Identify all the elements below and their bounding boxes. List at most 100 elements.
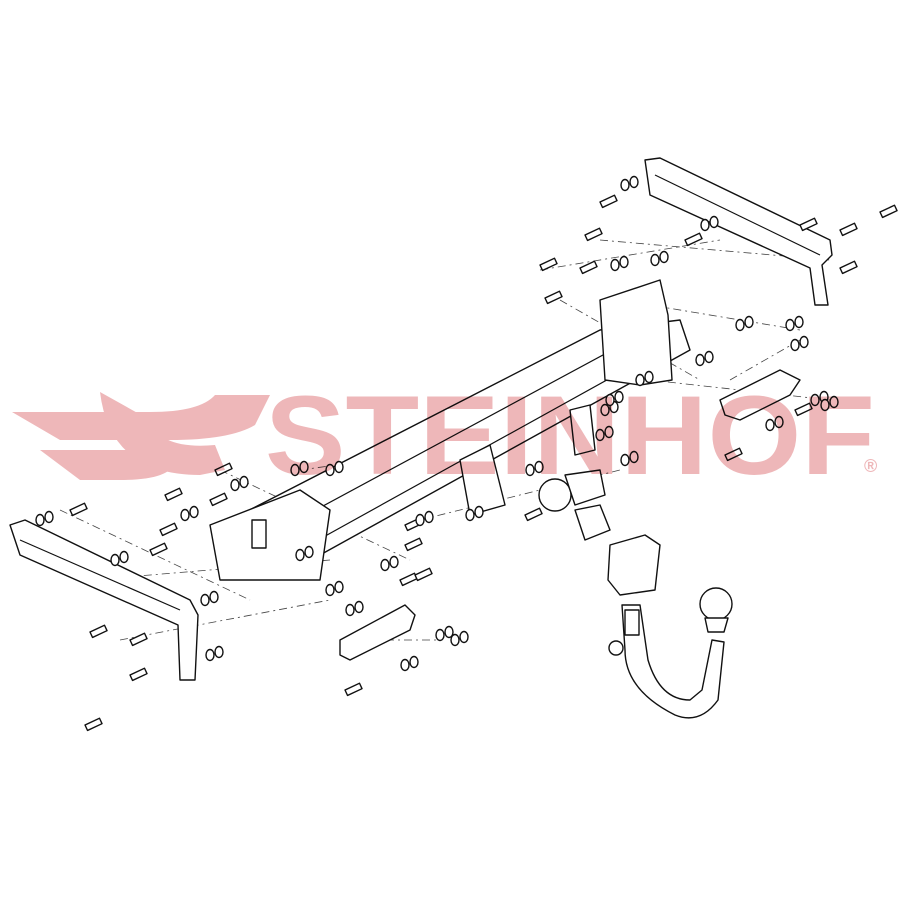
crossbar-beam: [209, 279, 691, 581]
bolt-icon: [539, 257, 558, 272]
washer-icon: [620, 178, 630, 192]
washer-icon: [650, 253, 660, 267]
washer-icon: [600, 403, 610, 417]
washer-icon: [629, 450, 639, 464]
washer-icon: [325, 463, 335, 477]
washer-icon: [334, 580, 344, 594]
washer-icon: [474, 505, 484, 519]
washer-icon: [415, 513, 425, 527]
washer-icon: [810, 393, 820, 407]
washer-icon: [295, 548, 305, 562]
bolt-icon: [839, 260, 858, 275]
washer-icon: [604, 425, 614, 439]
bolt-icon: [414, 567, 433, 582]
washer-icon: [785, 318, 795, 332]
washer-icon: [635, 373, 645, 387]
washer-icon: [230, 478, 240, 492]
washer-icon: [704, 350, 714, 364]
washer-icon: [334, 460, 344, 474]
socket-plate: [538, 469, 611, 541]
washer-icon: [595, 428, 605, 442]
fasteners-group: [35, 175, 898, 732]
washer-icon: [820, 398, 830, 412]
bolt-icon: [799, 217, 818, 232]
washer-icon: [629, 175, 639, 189]
bolt-icon: [879, 204, 898, 219]
tow-ball-neck: [608, 587, 733, 719]
bolt-icon: [149, 542, 168, 557]
bolt-icon: [89, 624, 108, 639]
bolt-icon: [794, 402, 813, 417]
bolt-icon: [164, 487, 183, 502]
left-side-bracket: [9, 519, 199, 681]
washer-icon: [424, 510, 434, 524]
support-strap-right: [719, 369, 801, 421]
washer-icon: [200, 593, 210, 607]
washer-icon: [35, 513, 45, 527]
bolt-icon: [544, 290, 563, 305]
bolt-icon: [69, 502, 88, 517]
washer-icon: [829, 395, 839, 409]
washer-icon: [239, 475, 249, 489]
right-side-bracket: [644, 157, 833, 306]
washer-icon: [709, 215, 719, 229]
washer-icon: [44, 510, 54, 524]
washer-icon: [525, 463, 535, 477]
bolt-icon: [214, 462, 233, 477]
bolt-icon: [599, 194, 618, 209]
bolt-icon: [524, 507, 543, 522]
washer-icon: [459, 630, 469, 644]
washer-icon: [799, 335, 809, 349]
washer-icon: [304, 545, 314, 559]
washer-icon: [735, 318, 745, 332]
assembly-guide-lines: [59, 239, 831, 641]
washer-icon: [409, 655, 419, 669]
washer-icon: [614, 390, 624, 404]
washer-icon: [465, 508, 475, 522]
bolt-icon: [579, 260, 598, 275]
bolt-icon: [129, 667, 148, 682]
washer-icon: [794, 315, 804, 329]
washer-icon: [659, 250, 669, 264]
bolt-icon: [584, 227, 603, 242]
washer-icon: [450, 633, 460, 647]
ball-mount-receiver: [607, 534, 661, 596]
washer-icon: [744, 315, 754, 329]
washer-icon: [290, 463, 300, 477]
bolt-icon: [684, 232, 703, 247]
washer-icon: [209, 590, 219, 604]
bolt-icon: [84, 717, 103, 732]
bolt-icon: [159, 522, 178, 537]
washer-icon: [695, 353, 705, 367]
washer-icon: [765, 418, 775, 432]
washer-icon: [354, 600, 364, 614]
bolt-icon: [839, 222, 858, 237]
bolt-icon: [724, 447, 743, 462]
washer-icon: [605, 393, 615, 407]
washer-icon: [774, 415, 784, 429]
washer-icon: [345, 603, 355, 617]
washer-icon: [205, 648, 215, 662]
bolt-icon: [129, 632, 148, 647]
washer-icon: [389, 555, 399, 569]
washer-icon: [444, 625, 454, 639]
washer-icon: [619, 255, 629, 269]
washer-icon: [110, 553, 120, 567]
support-strap-left: [339, 604, 416, 661]
washer-icon: [790, 338, 800, 352]
washer-icon: [400, 658, 410, 672]
washer-icon: [380, 558, 390, 572]
washer-icon: [180, 508, 190, 522]
washer-icon: [189, 505, 199, 519]
washer-icon: [435, 628, 445, 642]
washer-icon: [325, 583, 335, 597]
washer-icon: [299, 460, 309, 474]
washer-icon: [644, 370, 654, 384]
bolt-icon: [344, 682, 363, 697]
bolt-icon: [404, 537, 423, 552]
washer-icon: [534, 460, 544, 474]
bolt-icon: [209, 492, 228, 507]
washer-icon: [610, 258, 620, 272]
